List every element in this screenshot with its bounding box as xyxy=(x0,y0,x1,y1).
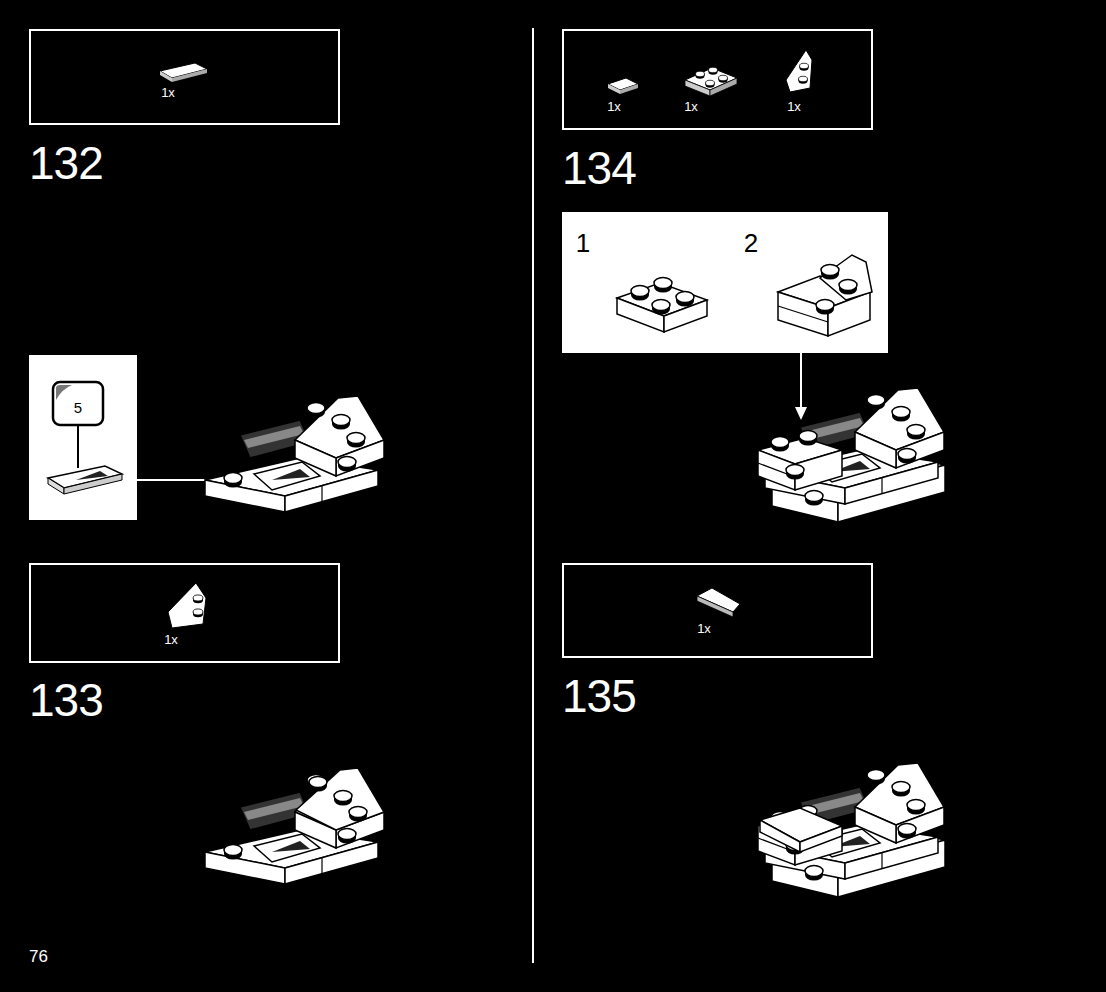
step-number: 133 xyxy=(29,677,103,723)
part-count: 1x xyxy=(161,86,175,99)
part-box: 5 xyxy=(29,355,137,520)
part-count: 2 xyxy=(744,230,758,256)
part-box: 1x 1x 1x xyxy=(562,29,872,129)
part-count: 1x xyxy=(684,100,698,113)
step-number: 134 xyxy=(562,145,636,191)
part-count: 1x xyxy=(607,100,621,113)
step-number: 132 xyxy=(29,140,103,186)
part-box: 12 xyxy=(562,212,888,353)
part-box: 1x xyxy=(29,29,339,124)
part-box: 1x xyxy=(562,563,872,657)
part-count: 1x xyxy=(697,622,711,635)
page-number: 76 xyxy=(29,948,48,965)
part-count: 1x xyxy=(164,633,178,646)
part-count: 5 xyxy=(74,400,82,415)
step-number: 135 xyxy=(562,673,636,719)
part-box: 1x xyxy=(29,563,339,662)
part-count: 1 xyxy=(576,230,590,256)
part-count: 1x xyxy=(787,100,801,113)
